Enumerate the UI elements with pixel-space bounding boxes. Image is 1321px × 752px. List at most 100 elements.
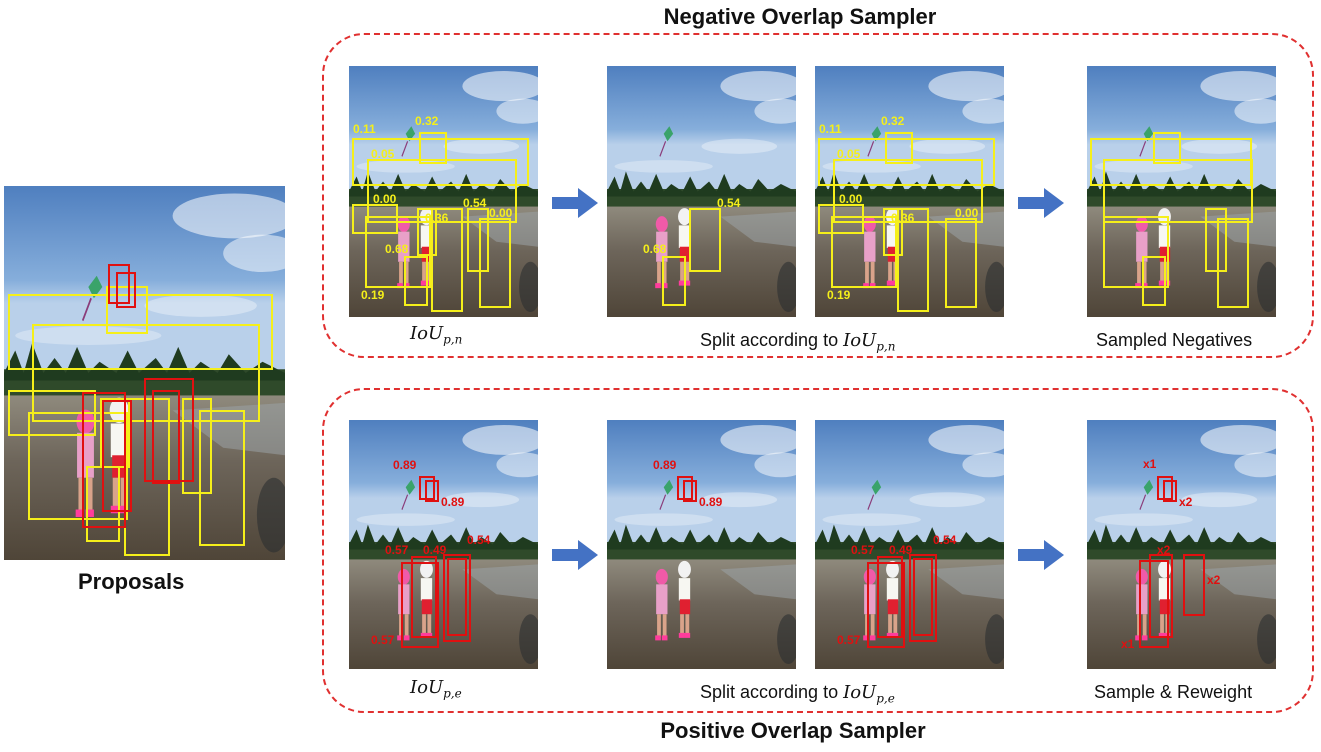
iou-label: 0.00	[373, 192, 397, 206]
iou-label: 0.89	[699, 495, 723, 509]
pos-photo-reweighted: x1 x2 x2 x2 x1	[1087, 420, 1276, 669]
iou-label: 0.11	[819, 122, 842, 136]
iou-label: 0.89	[393, 458, 417, 472]
neg-box	[467, 208, 489, 272]
iou-label: 0.05	[837, 147, 861, 161]
neg-box	[365, 216, 431, 288]
pos-split-caption: Split according to IoUp,e	[700, 682, 895, 706]
neg-box	[431, 208, 463, 312]
iou-label: 0.11	[353, 122, 376, 136]
neg-photo-split-high: 0.54 0.68	[607, 66, 796, 317]
pos-arrow-2-icon	[1018, 540, 1064, 570]
weight-label: x2	[1157, 543, 1171, 557]
neg-box	[352, 204, 398, 234]
proposal-box-neg	[8, 294, 273, 370]
neg-box	[833, 159, 983, 223]
iou-label: 0.57	[837, 633, 861, 647]
weight-label: x1	[1143, 457, 1157, 471]
iou-label: 0.32	[415, 114, 439, 128]
pos-box	[877, 556, 903, 638]
neg-box	[1142, 256, 1166, 306]
pos-box	[1157, 476, 1173, 500]
neg-photo-sampled	[1087, 66, 1276, 317]
neg-iou-caption: IoUp,n	[410, 323, 463, 347]
pos-box	[913, 558, 933, 636]
iou-label: 0.57	[851, 543, 875, 557]
weight-label: x2	[1207, 573, 1221, 587]
weight-label: x2	[1179, 495, 1193, 509]
pos-box	[1149, 554, 1173, 638]
pos-box	[401, 562, 439, 648]
neg-box	[897, 208, 929, 312]
neg-box	[1205, 208, 1227, 272]
neg-result-caption: Sampled Negatives	[1096, 330, 1253, 350]
pos-box	[909, 554, 937, 642]
proposal-box-pos	[116, 272, 136, 308]
negative-sampler-panel	[322, 33, 1314, 358]
proposal-box-neg	[182, 398, 212, 494]
proposals-photo	[4, 186, 285, 560]
iou-label: 0.68	[643, 242, 667, 256]
neg-box	[417, 208, 437, 256]
iou-label: 0.19	[361, 288, 385, 302]
positive-sampler-title: Positive Overlap Sampler	[660, 718, 926, 743]
iou-label: 0.00	[489, 206, 513, 220]
neg-box	[1103, 159, 1253, 223]
pos-box	[411, 556, 437, 638]
pos-photo-split-low: 0.57 0.49 0.54 0.57	[815, 420, 1004, 669]
beach-scene-image	[607, 66, 796, 317]
neg-photo-split-low: 0.11 0.32 0.05 0.00 0.36 0.00 0.19	[815, 66, 1004, 317]
pos-box	[443, 554, 471, 642]
neg-box	[945, 218, 977, 308]
negative-sampler-title: Negative Overlap Sampler	[663, 4, 937, 29]
iou-label: 0.00	[839, 192, 863, 206]
neg-box	[818, 204, 864, 234]
iou-label: 0.68	[385, 242, 409, 256]
pos-box	[677, 476, 693, 500]
iou-label: 0.36	[891, 211, 915, 225]
pos-box	[1183, 554, 1205, 616]
iou-label: 0.32	[881, 114, 905, 128]
pos-box	[447, 558, 467, 636]
iou-label: 0.49	[423, 543, 447, 557]
neg-box	[1217, 218, 1249, 308]
iou-label: 0.05	[371, 147, 395, 161]
pos-box	[867, 562, 905, 648]
iou-label: 0.36	[425, 211, 449, 225]
pos-result-caption: Sample & Reweight	[1094, 682, 1253, 702]
proposals-label: Proposals	[78, 569, 185, 594]
iou-label: 0.54	[467, 533, 491, 547]
neg-box	[367, 159, 517, 223]
pos-box	[425, 480, 439, 502]
iou-label: 0.54	[717, 196, 741, 210]
pos-arrow-1-icon	[552, 540, 598, 570]
neg-split-caption: Split according to IoUp,n	[700, 330, 896, 354]
proposal-box-pos	[144, 378, 194, 482]
neg-box	[831, 216, 897, 288]
iou-label: 0.89	[441, 495, 465, 509]
pos-box	[683, 480, 697, 502]
proposal-box-pos	[108, 264, 130, 304]
neg-arrow-1-icon	[552, 188, 598, 218]
proposal-box-neg	[106, 286, 148, 334]
beach-scene-image	[349, 66, 538, 317]
neg-box	[662, 256, 686, 306]
iou-label: 0.54	[933, 533, 957, 547]
positive-sampler-panel	[322, 388, 1314, 713]
proposal-box-neg	[199, 410, 245, 546]
neg-box	[404, 256, 428, 306]
pos-box	[419, 476, 435, 500]
neg-box	[479, 218, 511, 308]
pos-photo-all: 0.89 0.89 0.57 0.49 0.54 0.57	[349, 420, 538, 669]
iou-label: 0.89	[653, 458, 677, 472]
neg-arrow-2-icon	[1018, 188, 1064, 218]
beach-scene-image	[607, 420, 796, 669]
beach-scene-image	[1087, 66, 1276, 317]
neg-box	[419, 132, 447, 164]
neg-box	[1153, 132, 1181, 164]
proposal-box-pos	[82, 392, 126, 528]
iou-label: 0.57	[371, 633, 395, 647]
neg-box	[883, 208, 903, 256]
pos-box	[1139, 560, 1169, 648]
neg-box	[352, 138, 529, 186]
